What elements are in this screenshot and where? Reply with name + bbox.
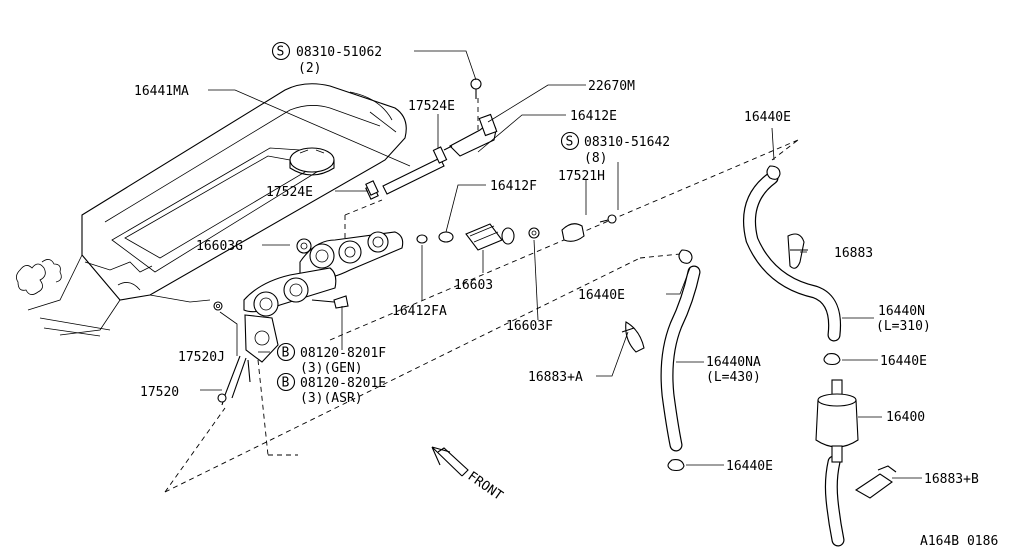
label-16412e: 16412E xyxy=(570,109,617,124)
callout-badges: S S B B xyxy=(271,41,580,392)
label-16883b: 16883+B xyxy=(924,472,979,487)
label-16440n: 16440N xyxy=(878,304,925,319)
label-16440e-mid: 16440E xyxy=(578,288,625,303)
hose-clamps xyxy=(667,165,841,472)
label-17524e-top: 17524E xyxy=(408,99,455,114)
front-label: FRONT xyxy=(465,469,506,504)
label-16440e-right: 16440E xyxy=(880,354,927,369)
label-16441ma: 16441MA xyxy=(134,84,189,99)
pulsation-damper xyxy=(300,214,617,251)
label-16440e-top: 16440E xyxy=(744,110,791,125)
label-16883a: 16883+A xyxy=(528,370,583,385)
label-16603: 16603 xyxy=(454,278,493,293)
label-17521h: 17521H xyxy=(558,169,605,184)
label-16440n-length: (L=310) xyxy=(876,319,931,334)
label-16400: 16400 xyxy=(886,410,925,425)
badge-s-08310-51062: S xyxy=(277,45,285,60)
oil-filler-cap xyxy=(289,147,335,176)
label-16440na: 16440NA xyxy=(706,355,761,370)
label-17524e-mid: 17524E xyxy=(266,185,313,200)
label-16440e-bottom: 16440E xyxy=(726,459,773,474)
label-22670m: 22670M xyxy=(588,79,635,94)
label-08120-8201e-qty: (3)(ASR) xyxy=(300,391,363,406)
label-17520j: 17520J xyxy=(178,350,225,365)
label-16412fa: 16412FA xyxy=(392,304,447,319)
label-16603f: 16603F xyxy=(506,319,553,334)
label-16440na-length: (L=430) xyxy=(706,370,761,385)
label-17520: 17520 xyxy=(140,385,179,400)
hose-clips xyxy=(621,233,897,499)
engine-block xyxy=(16,83,407,337)
label-08310-51062-qty: (2) xyxy=(298,61,321,76)
label-08310-51062: 08310-51062 xyxy=(296,45,382,60)
hose-clamp-17524e xyxy=(365,180,379,196)
fuel-hoses xyxy=(660,171,845,547)
label-08120-8201f: 08120-8201F xyxy=(300,346,386,361)
label-08310-51642-qty: (8) xyxy=(584,151,607,166)
part-labels: 08310-51062 (2) 22670M 16441MA 17524E 16… xyxy=(134,45,998,549)
label-08120-8201f-qty: (3)(GEN) xyxy=(300,361,363,376)
badge-b-08120-8201e: B xyxy=(282,376,290,391)
fuel-rail-assembly xyxy=(213,231,404,406)
label-08120-8201e: 08120-8201E xyxy=(300,376,386,391)
label-08310-51642: 08310-51642 xyxy=(584,135,670,150)
diagram-code: A164B 0186 xyxy=(920,534,998,549)
label-16603g: 16603G xyxy=(196,239,243,254)
leader-lines xyxy=(200,50,922,479)
fuel-filter xyxy=(815,379,859,463)
badge-b-08120-8201f: B xyxy=(282,346,290,361)
front-arrow: FRONT xyxy=(431,446,506,504)
badge-s-08310-51642: S xyxy=(566,135,574,150)
pressure-regulator xyxy=(443,78,498,157)
label-16883: 16883 xyxy=(834,246,873,261)
label-16412f: 16412F xyxy=(490,179,537,194)
